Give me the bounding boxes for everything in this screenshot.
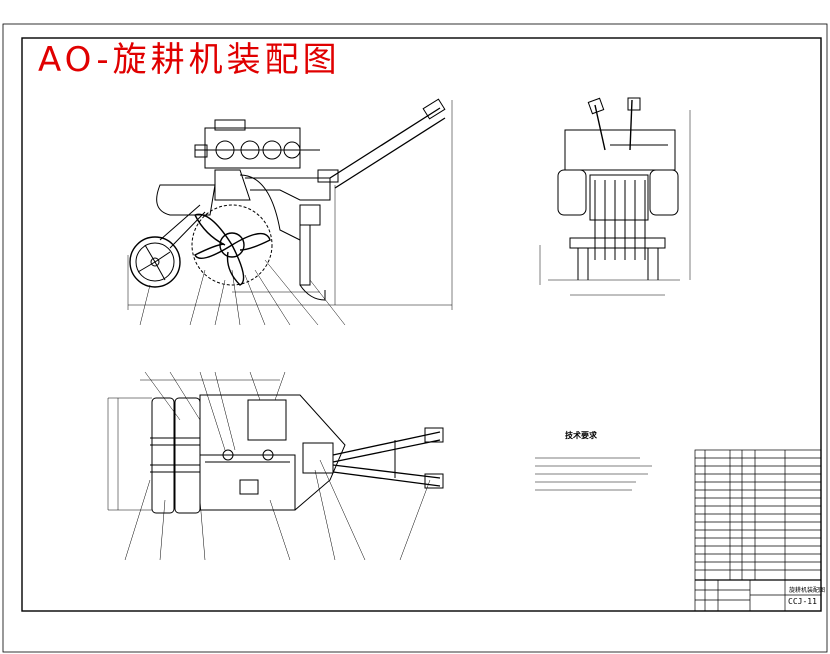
- rear-view: [539, 97, 691, 296]
- side-view: [127, 98, 453, 326]
- outer-border: [2, 23, 828, 653]
- top-view: [107, 371, 444, 561]
- parts-list: [694, 449, 822, 612]
- technical-notes-title: 技术要求: [565, 431, 597, 440]
- rear-gearbox: [564, 129, 676, 171]
- drawing-number: CCJ-11: [788, 597, 817, 606]
- rotor-circle: [191, 204, 273, 286]
- technical-notes: [535, 457, 652, 491]
- shield: [156, 184, 216, 216]
- wheel-left: [151, 397, 175, 514]
- title-block-caption: 旋耕机装配图: [789, 586, 825, 594]
- drawing-title: AO-旋耕机装配图: [38, 40, 341, 80]
- gearbox-housing: [204, 127, 301, 169]
- inner-frame: [21, 37, 822, 612]
- support-wheel: [129, 236, 181, 288]
